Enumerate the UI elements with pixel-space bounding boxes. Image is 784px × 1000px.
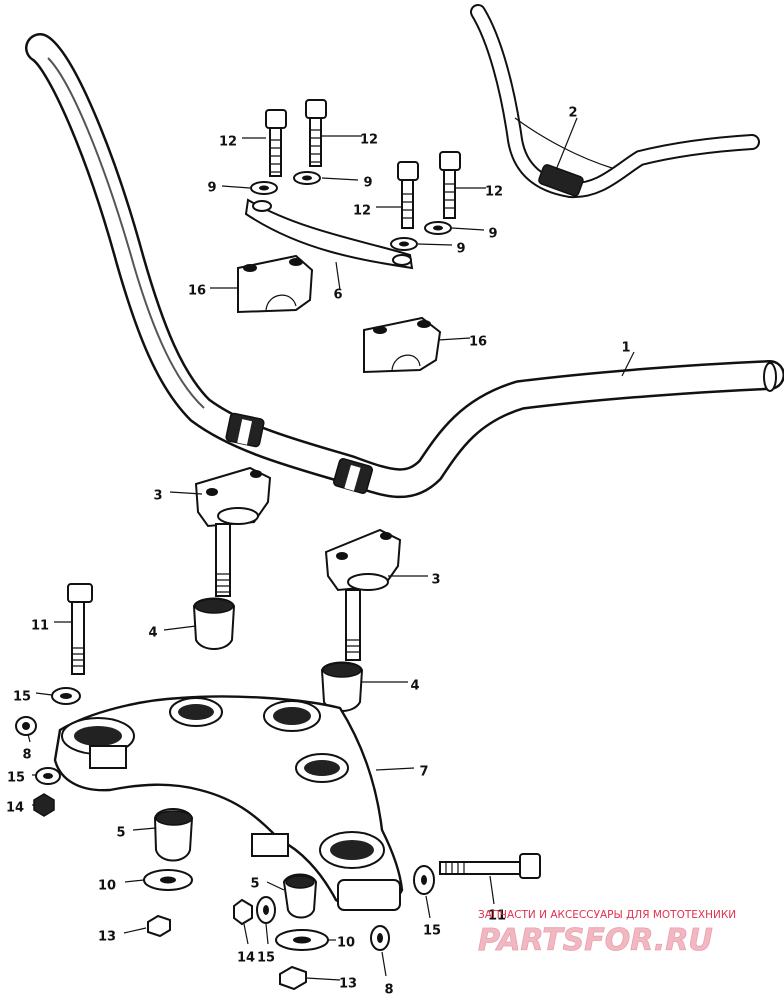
callout-c1: 1 — [621, 341, 630, 356]
callout-c14a: 14 — [6, 801, 24, 816]
callout-c15d: 15 — [423, 924, 441, 939]
handlebar-main — [25, 33, 784, 499]
watermark: ЗАПЧАСТИ И АКСЕССУАРЫ ДЛЯ МОТОТЕХНИКИ PA… — [478, 909, 737, 958]
callout-c15a: 15 — [13, 690, 31, 705]
callout-c9d: 9 — [488, 227, 497, 242]
washers-9 — [250, 171, 452, 251]
callout-c5a: 5 — [116, 826, 125, 841]
bolts-12 — [265, 99, 461, 229]
callout-c10a: 10 — [98, 879, 116, 894]
callout-c12a: 12 — [219, 135, 237, 150]
callout-c12d: 12 — [485, 185, 503, 200]
callout-c11a: 11 — [31, 619, 49, 634]
leader-lines — [27, 117, 635, 981]
callout-c6: 6 — [333, 288, 342, 303]
callout-c8b: 8 — [384, 983, 393, 998]
callout-c3b: 3 — [431, 573, 440, 588]
lower-holders-3 — [194, 466, 402, 661]
callout-c14b: 14 — [237, 951, 255, 966]
callout-c4a: 4 — [148, 626, 157, 641]
watermark-tagline: ЗАПЧАСТИ И АКСЕССУАРЫ ДЛЯ МОТОТЕХНИКИ — [478, 909, 736, 921]
callout-c11b: 11 — [488, 909, 506, 924]
callout-c16a: 16 — [188, 284, 206, 299]
pinch-bolts-11 — [67, 583, 541, 879]
callout-c15c: 15 — [257, 951, 275, 966]
rubber-bushings-4 — [192, 597, 364, 712]
callout-c13a: 13 — [98, 930, 116, 945]
top-bridge-7 — [53, 695, 404, 911]
callout-c5b: 5 — [250, 877, 259, 892]
callout-c15b: 15 — [7, 771, 25, 786]
upper-clamps-16 — [237, 254, 442, 374]
callout-c2: 2 — [568, 106, 577, 121]
callout-c4b: 4 — [410, 679, 419, 694]
callout-c8a: 8 — [22, 748, 31, 763]
callout-c12b: 12 — [360, 133, 378, 148]
watermark-logo: PARTSFOR.RU — [478, 923, 713, 958]
callout-c7: 7 — [419, 765, 428, 780]
callout-c9a: 9 — [207, 181, 216, 196]
callout-c16b: 16 — [469, 335, 487, 350]
callout-c9b: 9 — [363, 176, 372, 191]
callout-c12c: 12 — [353, 204, 371, 219]
callout-c3a: 3 — [153, 489, 162, 504]
callout-c10b: 10 — [337, 936, 355, 951]
callout-c13b: 13 — [339, 977, 357, 992]
callout-c9c: 9 — [456, 242, 465, 257]
handlebar-alternate — [470, 4, 760, 199]
clamp-plate — [244, 198, 414, 270]
small-hardware — [15, 687, 435, 991]
